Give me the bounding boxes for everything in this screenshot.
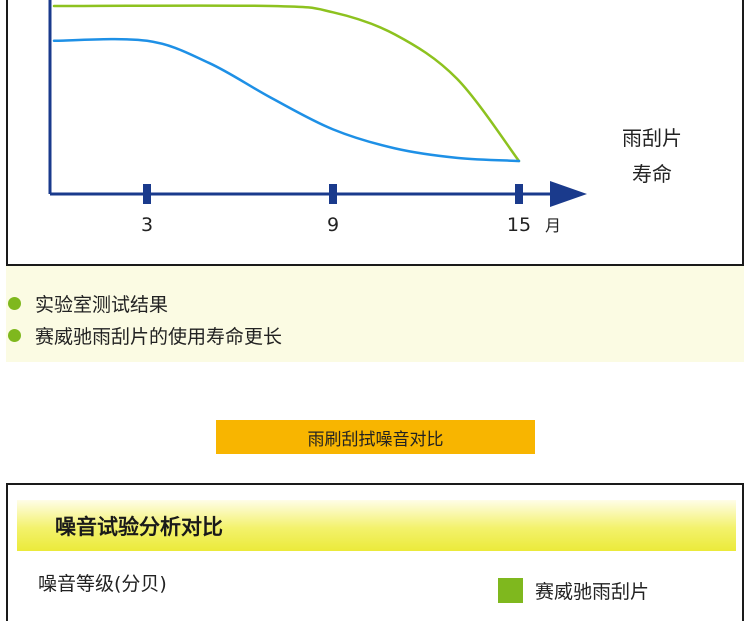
green-dot-icon (8, 328, 21, 342)
x-tick-label: 15 (507, 214, 531, 236)
y-axis-label: 寿命 (632, 162, 672, 186)
noise-legend: 赛威驰雨刮片 (498, 577, 649, 604)
series-line-1 (52, 4, 521, 163)
noise-y-axis-label: 噪音等级(分贝) (38, 573, 167, 595)
bullet-text: 实验室测试结果 (35, 293, 169, 316)
result-bullet-box: 实验室测试结果 赛威驰雨刮片的使用寿命更长 (6, 266, 744, 362)
x-tick-label: 3 (141, 214, 153, 236)
x-tick-mark (515, 184, 523, 204)
x-tick-mark (143, 184, 151, 204)
section-banner: 雨刷刮拭噪音对比 (216, 420, 535, 454)
noise-comparison-panel: 噪音试验分析对比 噪音等级(分贝) 赛威驰雨刮片 (6, 483, 744, 621)
series-line-2 (52, 37, 521, 163)
x-unit-label: 月 (545, 216, 561, 235)
x-tick-mark (329, 184, 337, 204)
legend-swatch (498, 578, 523, 603)
lifespan-chart-panel: 3 9 15 月 雨刮片寿命 (6, 0, 744, 266)
bullet-text: 赛威驰雨刮片的使用寿命更长 (35, 325, 283, 348)
x-axis-arrow-icon (550, 181, 587, 207)
y-axis-label: 雨刮片 (622, 126, 682, 150)
legend-label: 赛威驰雨刮片 (535, 581, 650, 603)
noise-panel-title: 噪音试验分析对比 (17, 500, 736, 551)
green-dot-icon (8, 296, 21, 310)
bullet-item: 实验室测试结果 (6, 288, 168, 318)
bullet-item: 赛威驰雨刮片的使用寿命更长 (6, 320, 282, 350)
x-tick-label: 9 (327, 214, 339, 236)
